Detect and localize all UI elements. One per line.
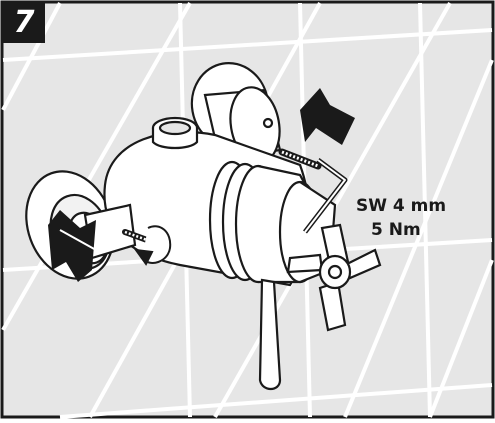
cross-handle [286,223,382,332]
screw-icon [262,117,274,129]
temperature-lever [258,278,282,391]
rotation-arrow-icon [133,225,172,266]
torque-label: 5 Nm [371,220,421,240]
screw-icon [278,148,322,170]
direction-arrow-icon [300,88,355,145]
direction-arrow-icon [48,210,96,282]
step-number-badge: 7 [3,3,45,43]
tool-size-label: SW 4 mm [356,196,447,216]
